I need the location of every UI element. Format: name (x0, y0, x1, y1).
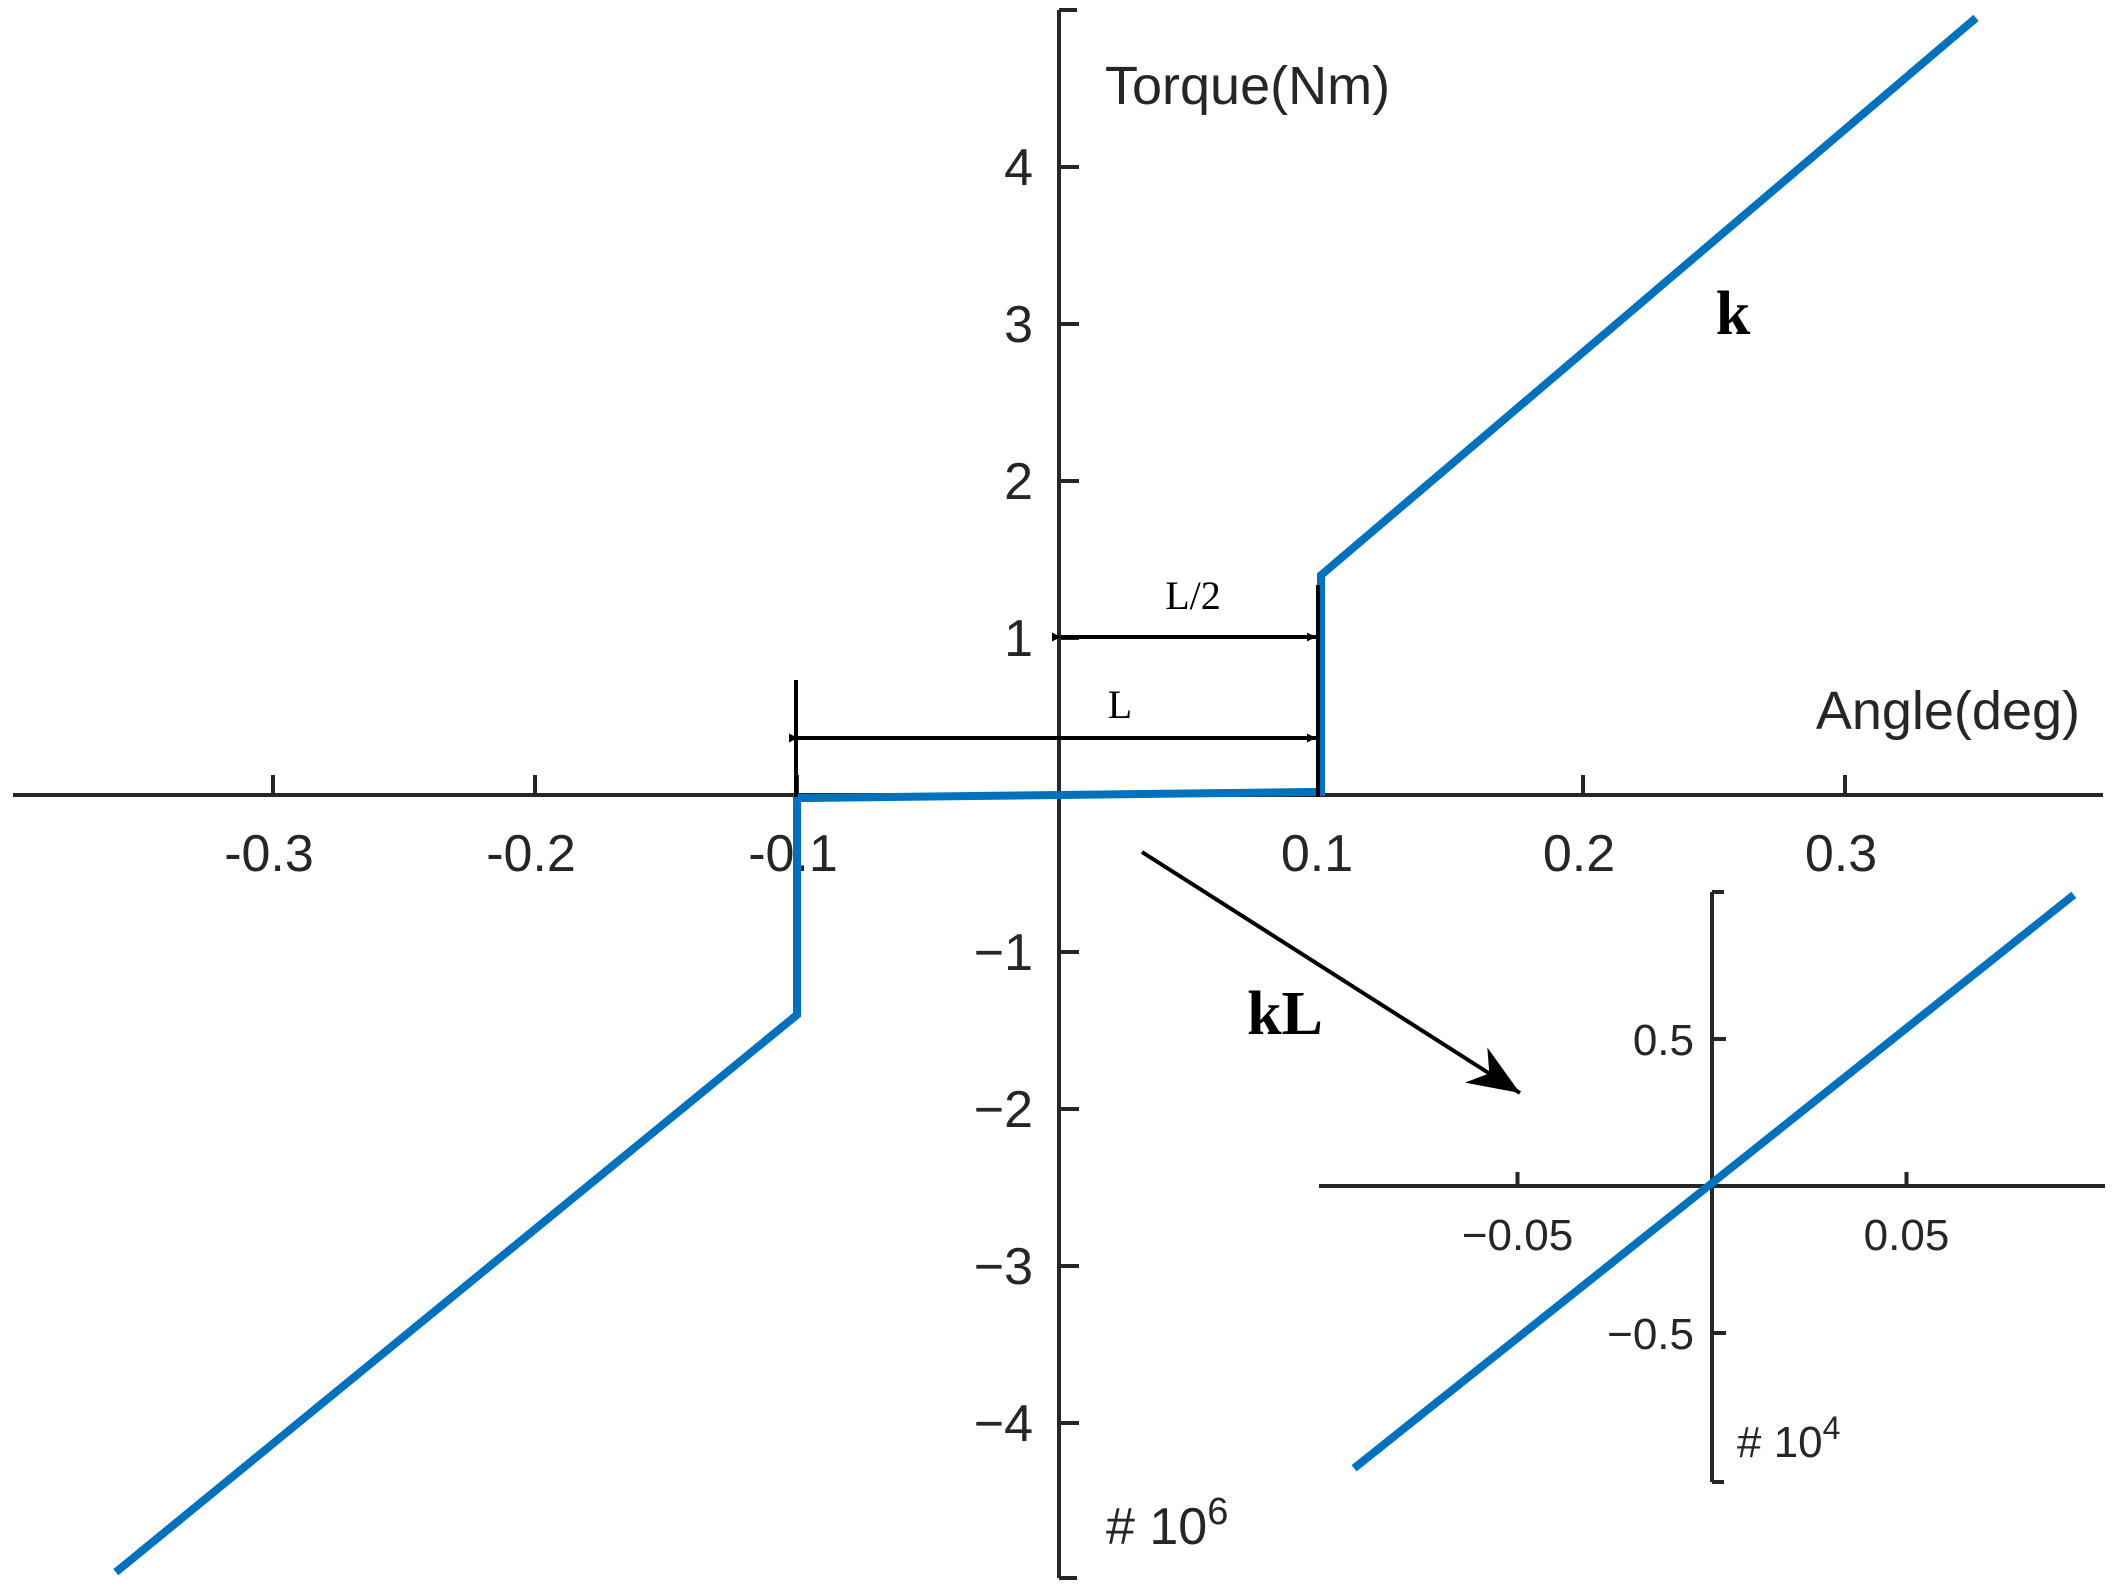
y-ticks (1059, 165, 1079, 1425)
x-tick-label: 0.3 (1805, 825, 1877, 883)
inset-y-multiplier: # 104 (1737, 1410, 1840, 1467)
zoom-arrow (1140, 850, 1522, 1095)
x-tick-label: 0.1 (1281, 825, 1353, 883)
y-multiplier-exponent: 6 (1207, 1491, 1228, 1533)
y-tick-label: −1 (974, 924, 1033, 982)
x-tick-label: 0.2 (1543, 825, 1615, 883)
slope-label: k (1716, 280, 1751, 348)
inset-y-ticks (1712, 1037, 1726, 1335)
gap-label: L (1108, 682, 1132, 727)
main-series-line (113, 14, 1979, 1576)
y-tick-label: −2 (974, 1081, 1033, 1139)
inset-x-ticks (1515, 1172, 1909, 1186)
y-multiplier-base: # 10 (1106, 1498, 1207, 1556)
kl-label: kL (1247, 980, 1323, 1048)
x-tick-label: 0.05 (1864, 1211, 1950, 1260)
inset-y-multiplier-exponent: 4 (1823, 1410, 1841, 1446)
y-tick-label: 1 (1004, 610, 1033, 668)
half-gap-label: L/2 (1165, 573, 1221, 618)
y-tick-label: −3 (974, 1238, 1033, 1296)
y-tick-label: 4 (1004, 139, 1033, 197)
y-axis-label: Torque(Nm) (1105, 56, 1390, 116)
x-tick-label: −0.05 (1462, 1211, 1573, 1260)
y-multiplier: # 106 (1106, 1491, 1228, 1556)
y-tick-label: 0.5 (1633, 1016, 1694, 1065)
inset-plot: −0.05 0.05 −0.5 0.5 # 104 (1319, 890, 2105, 1484)
inset-y-multiplier-base: # 10 (1737, 1418, 1823, 1467)
y-tick-label: 2 (1004, 453, 1033, 511)
inset-y-tick-labels: −0.5 0.5 (1607, 1016, 1694, 1359)
x-tick-label: -0.2 (486, 825, 576, 883)
y-tick-label: −0.5 (1607, 1310, 1694, 1359)
dimension-annotations: L/2 L k kL (789, 280, 1751, 1095)
y-tick-label: 3 (1004, 296, 1033, 354)
x-tick-label: -0.3 (224, 825, 314, 883)
inset-x-tick-labels: −0.05 0.05 (1462, 1211, 1949, 1260)
x-axis-label: Angle(deg) (1816, 681, 2080, 741)
y-tick-label: −4 (974, 1395, 1033, 1453)
inset-series-line (1351, 891, 2077, 1472)
y-tick-labels: −4 −3 −2 −1 1 2 3 4 (974, 139, 1033, 1453)
